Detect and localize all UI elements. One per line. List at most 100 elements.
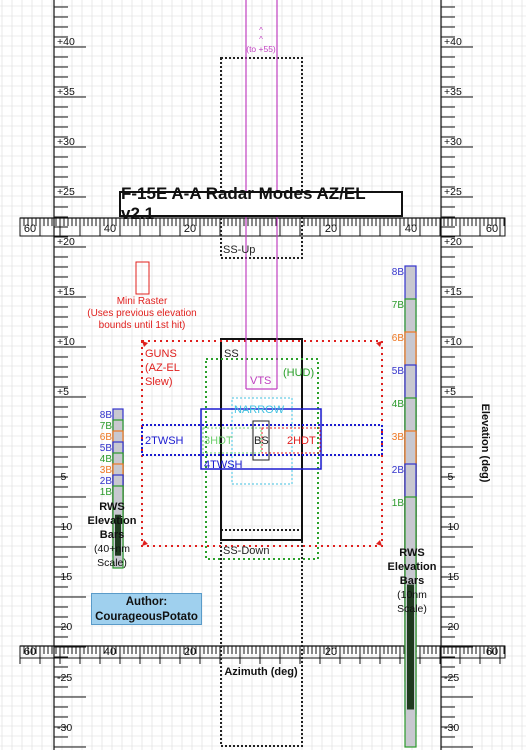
rws-right-label-8B: 8B xyxy=(392,267,405,278)
mini-raster-line-3: bounds until 1st hit) xyxy=(99,320,186,331)
rws-right-title-2: Elevation xyxy=(388,561,437,573)
elevation-tick-left-6: +10 xyxy=(57,336,75,348)
hud-label: (HUD) xyxy=(283,367,314,379)
rws-left-title-4: (40+nm xyxy=(94,543,130,555)
elevation-tick-right-6: +10 xyxy=(444,336,462,348)
rws-right-label-4B: 4B xyxy=(392,399,405,410)
elevation-tick-right-7: +5 xyxy=(444,386,456,398)
elevation-tick-right-10: -15 xyxy=(444,571,459,583)
rws-left-label-6B: 6B xyxy=(100,432,113,443)
rws-right-label-6B: 6B xyxy=(392,333,405,344)
elevation-tick-right-1: +35 xyxy=(444,86,462,98)
azimuth-tick-lower-3: 20 xyxy=(325,646,337,658)
narrow-box xyxy=(231,397,293,485)
guns-label-2: (AZ-EL xyxy=(145,362,180,374)
azimuth-tick-upper-1: 40 xyxy=(104,223,116,235)
elevation-tick-right-2: +30 xyxy=(444,136,462,148)
rws-right-label-5B: 5B xyxy=(392,366,405,377)
rws-left-title-5: Scale) xyxy=(97,557,127,569)
rws-left-title-1: RWS xyxy=(99,501,124,513)
ss-up-box xyxy=(220,57,303,259)
elevation-tick-right-8: -5 xyxy=(444,471,453,483)
hdt2-label: 2HDT xyxy=(287,435,316,447)
elevation-tick-left-8: -5 xyxy=(57,471,66,483)
narrow-label: NARROW xyxy=(234,404,285,416)
rws-right-title-1: RWS xyxy=(399,547,424,559)
vts-top-note: (to +55) xyxy=(246,44,276,54)
rws-left-bar-core-1B xyxy=(115,514,121,556)
elevation-tick-right-0: +40 xyxy=(444,36,462,48)
author-box: Author: CourageousPotato xyxy=(91,593,202,625)
ss-down-label: SS-Down xyxy=(223,545,269,557)
twsh4-label: 4TWSH xyxy=(204,459,243,471)
mini-raster-line-2: (Uses previous elevation xyxy=(87,308,197,319)
azimuth-tick-lower-0: 60 xyxy=(24,646,36,658)
elevation-tick-left-7: +5 xyxy=(57,386,69,398)
rws-right-label-7B: 7B xyxy=(392,300,405,311)
rws-right-label-1B: 1B xyxy=(392,498,405,509)
bs-label: BS xyxy=(254,435,269,447)
azimuth-tick-upper-4: 40 xyxy=(405,223,417,235)
rws-right-bar-core-1B xyxy=(407,584,414,710)
rws-left-label-4B: 4B xyxy=(100,454,113,465)
mini-raster-box xyxy=(135,261,150,295)
azimuth-tick-upper-2: 20 xyxy=(184,223,196,235)
vts-top-caret-1: ^ xyxy=(259,26,263,35)
rws-left-label-7B: 7B xyxy=(100,421,113,432)
rws-left-label-5B: 5B xyxy=(100,443,113,454)
rws-right-label-2B: 2B xyxy=(392,465,405,476)
rws-left-label-2B: 2B xyxy=(100,476,113,487)
hdt3-label: 3HDT xyxy=(204,435,233,447)
rws-left-title-3: Bars xyxy=(100,529,124,541)
azimuth-tick-upper-5: 60 xyxy=(486,223,498,235)
elevation-axis-title: Elevation (deg) xyxy=(479,404,491,483)
elevation-tick-left-0: +40 xyxy=(57,36,75,48)
hud-box xyxy=(205,358,319,560)
author-label: Author: xyxy=(125,596,168,608)
azimuth-tick-lower-5: 60 xyxy=(486,646,498,658)
elevation-tick-left-4: +20 xyxy=(57,236,75,248)
elevation-tick-right-12: -25 xyxy=(444,672,459,684)
author-name: CourageousPotato xyxy=(95,611,198,623)
twsh2-box xyxy=(141,424,383,456)
rws-right-title-3: Bars xyxy=(400,575,424,587)
rws-right-title-4: (10nm xyxy=(397,589,427,601)
guns-corner-arrows xyxy=(142,341,382,546)
vts-top-caret-2: ^ xyxy=(259,35,263,44)
elevation-tick-right-11: -20 xyxy=(444,621,459,633)
elevation-tick-right-13: -30 xyxy=(444,722,459,734)
ss-up-label: SS-Up xyxy=(223,244,255,256)
hdt2-box xyxy=(261,427,321,454)
elevation-tick-right-9: -10 xyxy=(444,521,459,533)
rws-right-bars: 8B 7B 6B 5B 4B 3B 2B 1B xyxy=(392,265,417,748)
rws-right-label-3B: 3B xyxy=(392,432,405,443)
elevation-tick-left-3: +25 xyxy=(57,186,75,198)
azimuth-tick-upper-0: 60 xyxy=(24,223,36,235)
twsh4-box xyxy=(200,408,322,470)
rws-left-label-1B: 1B xyxy=(100,487,113,498)
elevation-tick-left-10: -15 xyxy=(57,571,72,583)
bs-box xyxy=(252,420,270,461)
ss-down-box xyxy=(220,529,303,747)
elevation-tick-right-4: +20 xyxy=(444,236,462,248)
rws-left-title-2: Elevation xyxy=(88,515,137,527)
azimuth-tick-lower-2: 20 xyxy=(184,646,196,658)
ss-box xyxy=(220,338,303,541)
elevation-tick-left-11: -20 xyxy=(57,621,72,633)
scale-ladders: +40 +35 +30 +25 +20 +15 +10 +5 -5 -10 -15 -20 -25 -30… xyxy=(19,0,506,750)
azimuth-tick-lower-1: 40 xyxy=(104,646,116,658)
elevation-tick-left-1: +35 xyxy=(57,86,75,98)
elevation-tick-right-3: +25 xyxy=(444,186,462,198)
twsh2-label: 2TWSH xyxy=(145,435,184,447)
guns-label-1: GUNS xyxy=(145,348,177,360)
elevation-tick-left-9: -10 xyxy=(57,521,72,533)
mini-raster-line-1: Mini Raster xyxy=(117,296,168,307)
vts-label: VTS xyxy=(250,375,271,387)
elevation-tick-right-5: +15 xyxy=(444,286,462,298)
azimuth-axis-title: Azimuth (deg) xyxy=(224,666,298,678)
ss-label: SS xyxy=(224,348,239,360)
azimuth-tick-upper-3: 20 xyxy=(325,223,337,235)
elevation-tick-left-2: +30 xyxy=(57,136,75,148)
